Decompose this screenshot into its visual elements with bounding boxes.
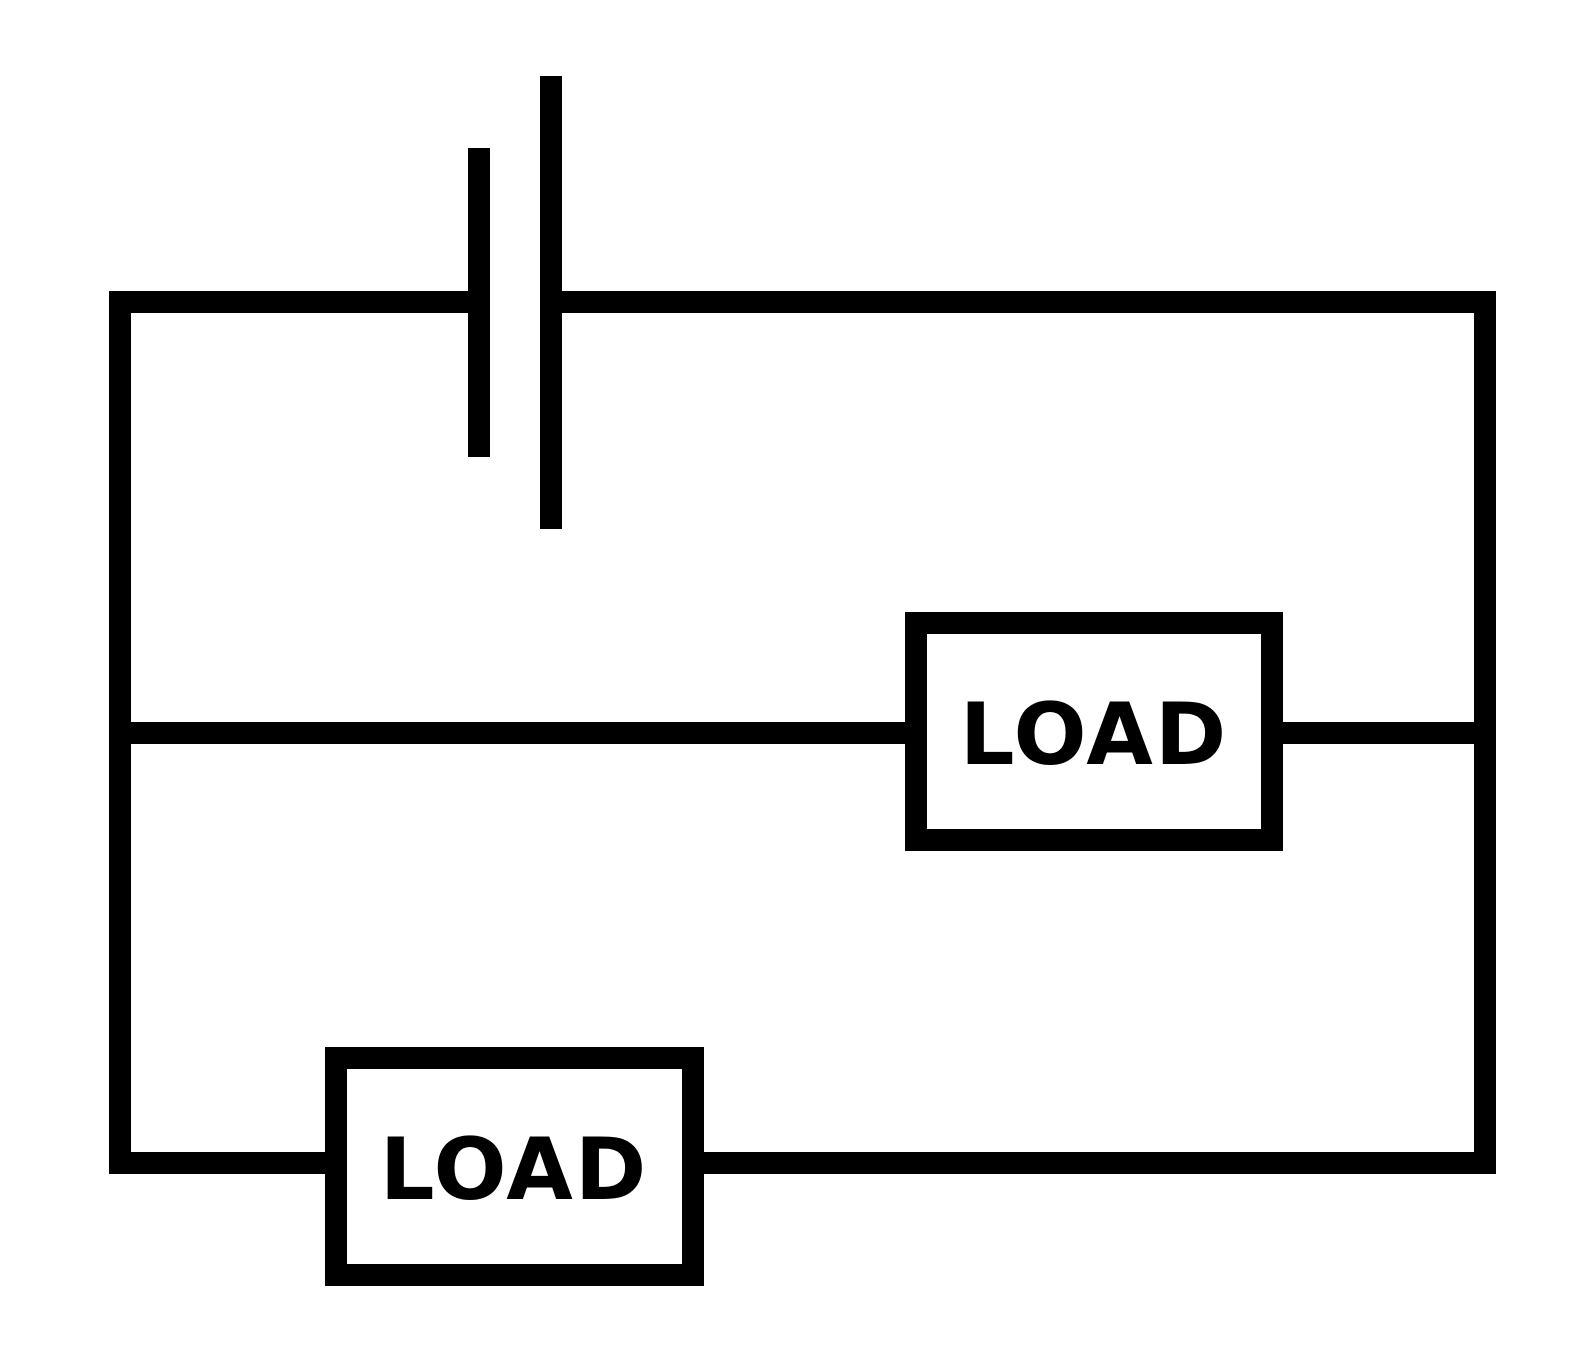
load-lower-label: LOAD: [380, 1120, 648, 1220]
load-lower: LOAD: [325, 1047, 704, 1286]
load-upper-label: LOAD: [960, 685, 1228, 785]
circuit-wires: [109, 291, 1496, 1174]
load-upper: LOAD: [905, 612, 1283, 851]
battery-icon: [468, 76, 562, 529]
load-lower-box: [325, 1047, 704, 1286]
load-upper-box: [905, 612, 1283, 851]
